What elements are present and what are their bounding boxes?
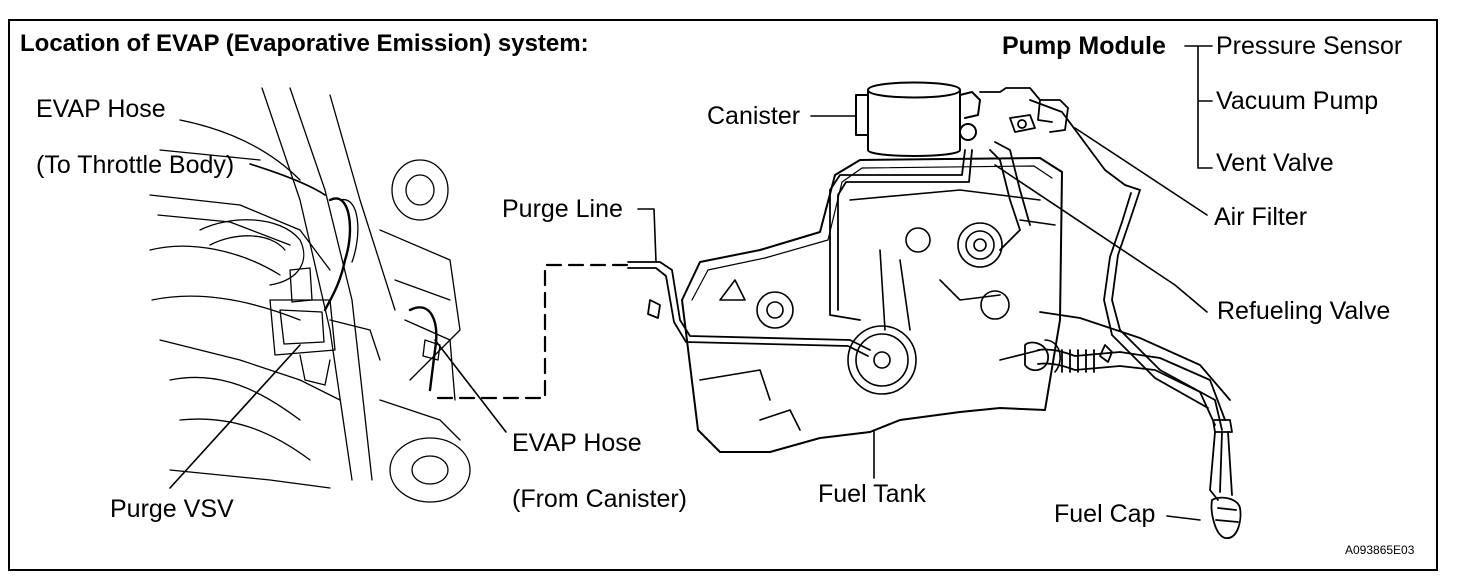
label-canister: Canister (707, 102, 801, 130)
canister-illustration (855, 81, 981, 157)
label-vent-valve: Vent Valve (1216, 149, 1334, 177)
fuel-tank-illustration (681, 157, 1063, 453)
label-fuel-tank: Fuel Tank (818, 480, 926, 508)
label-pressure-sensor: Pressure Sensor (1216, 32, 1403, 60)
purge-line-pipe (627, 261, 871, 357)
label-evap-hose-canister-sub: (From Canister) (512, 485, 688, 513)
label-evap-hose-canister: EVAP Hose (512, 429, 642, 457)
purge-line-dashed (436, 263, 630, 400)
label-fuel-cap: Fuel Cap (1054, 500, 1156, 528)
label-pump-module: Pump Module (1002, 32, 1166, 60)
filler-pipe (1024, 184, 1242, 539)
label-purge-vsv: Purge VSV (110, 495, 234, 523)
label-evap-hose-throttle: EVAP Hose (36, 95, 166, 123)
vapor-line-pipe (829, 141, 1031, 321)
label-purge-line: Purge Line (502, 195, 623, 223)
label-refueling-valve: Refueling Valve (1217, 297, 1391, 325)
figure-code: A093865E03 (1345, 543, 1415, 557)
pump-module-illustration (979, 87, 1126, 186)
leader-lines (169, 45, 1213, 521)
label-evap-hose-throttle-sub: (To Throttle Body) (36, 151, 235, 179)
engine-bay-illustration (149, 87, 471, 503)
diagram-title: Location of EVAP (Evaporative Emission) … (20, 30, 589, 57)
label-vacuum-pump: Vacuum Pump (1216, 87, 1379, 115)
label-air-filter: Air Filter (1214, 203, 1308, 231)
diagram-frame (8, 19, 1438, 571)
